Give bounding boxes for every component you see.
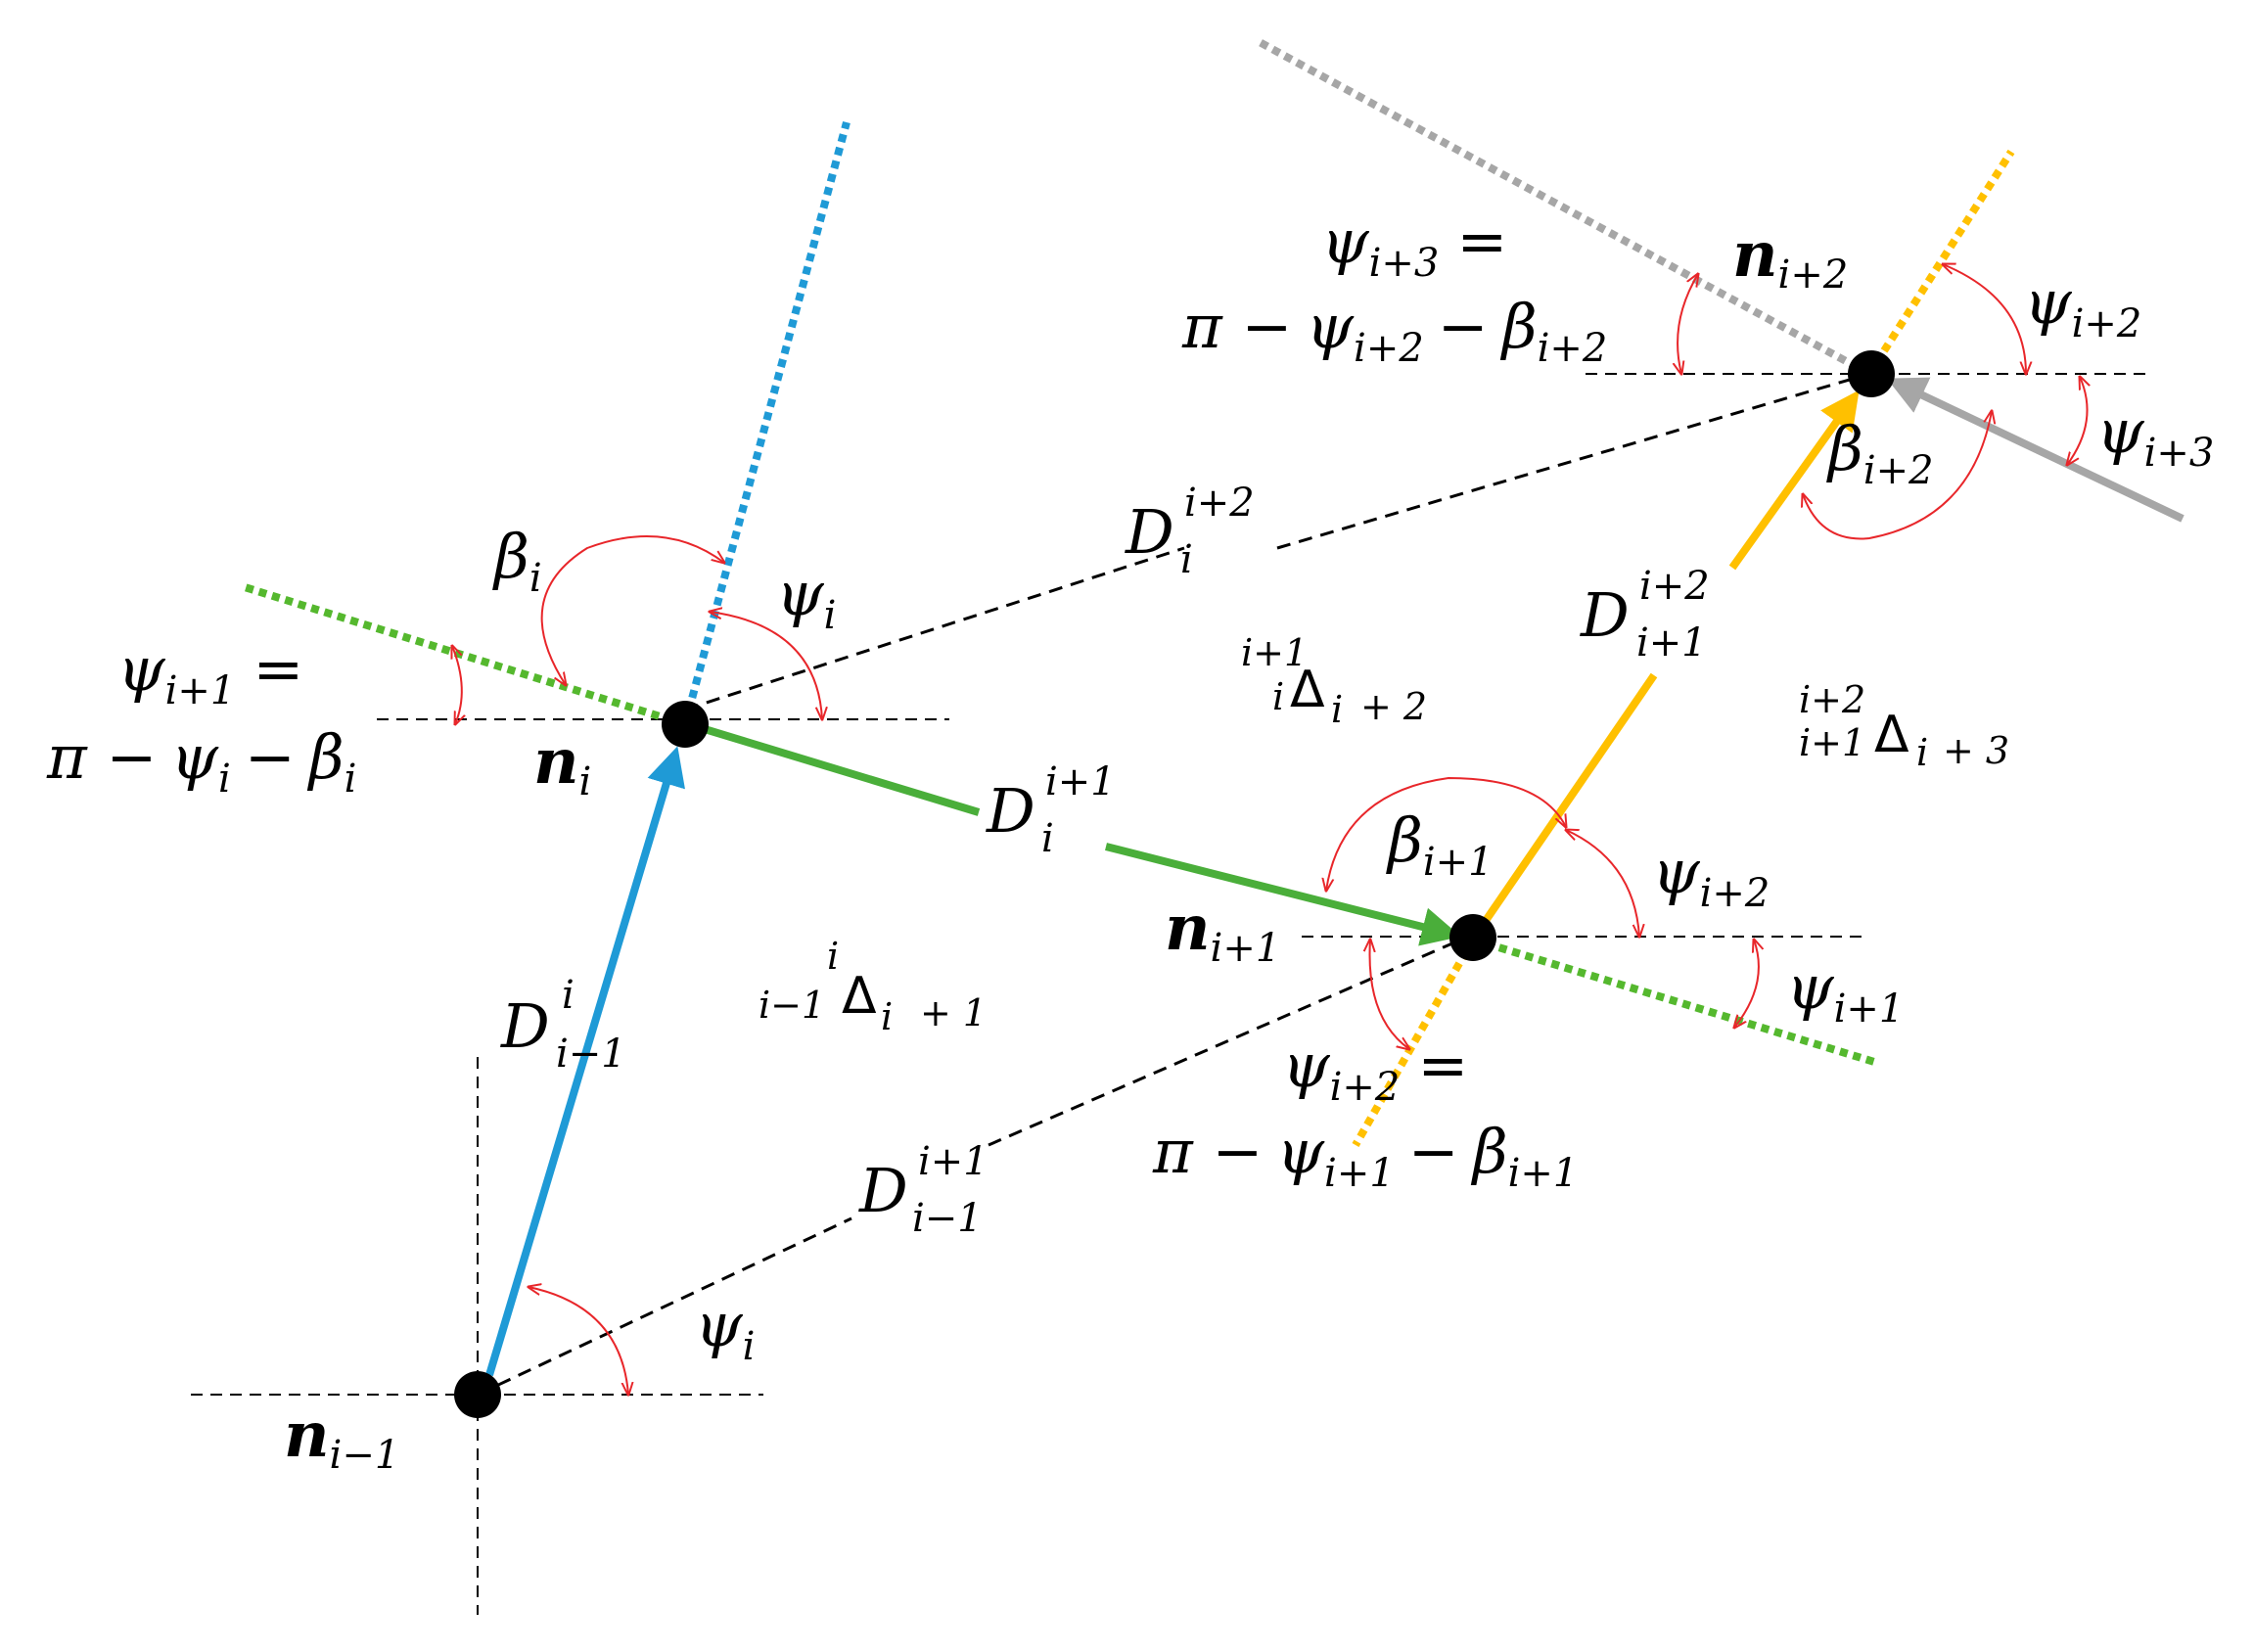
label-n-i: ni xyxy=(533,725,591,804)
node-n-i2 xyxy=(1848,350,1895,397)
svg-text:i: i xyxy=(1272,675,1284,718)
equation-psi-i1: ψi+1= π −ψi−βi xyxy=(46,633,356,802)
label-beta-i: βi xyxy=(492,521,542,601)
svg-text:Δ: Δ xyxy=(1290,661,1325,719)
svg-text:ψi+3=: ψi+3= xyxy=(1321,206,1507,286)
dashed-line-n-i-to-n-i2 xyxy=(684,546,1185,711)
svg-text:i: i xyxy=(1916,731,1928,774)
svg-text:i−1: i−1 xyxy=(556,1032,626,1077)
equation-psi-i2: ψi+2= π −ψi+1−βi+1 xyxy=(1152,1030,1578,1196)
dashed-line-n-i-to-n-i2-b xyxy=(1276,372,1870,550)
svg-text:Δ: Δ xyxy=(842,967,877,1026)
angle-arcs xyxy=(452,264,2088,1395)
label-psi-i1-right: ψi+1 xyxy=(1786,951,1904,1032)
svg-text:i: i xyxy=(827,935,839,978)
dotted-extensions xyxy=(243,37,2015,1147)
label-D-i-i2: D i+2 i xyxy=(1125,481,1255,582)
label-D-i-i1: D i+1 i xyxy=(986,759,1116,861)
svg-text:i+2: i+2 xyxy=(1639,564,1710,609)
arc-psi-i2-mid xyxy=(1566,830,1639,937)
svg-text:i+2: i+2 xyxy=(1184,481,1255,526)
label-psi-i-top: ψi xyxy=(776,558,836,638)
svg-text:i: i xyxy=(1180,537,1193,582)
svg-text:π −ψi+2−βi+2: π −ψi+2−βi+2 xyxy=(1181,291,1607,371)
svg-text:D: D xyxy=(500,990,550,1062)
svg-text:ψi+2=: ψi+2= xyxy=(1282,1030,1468,1110)
gray-dotted-extension xyxy=(1256,37,1871,378)
arc-beta-i1 xyxy=(1326,776,1566,891)
arc-psi-i2-lower xyxy=(1370,940,1410,1049)
arc-beta-i xyxy=(540,535,724,685)
svg-text:i−1: i−1 xyxy=(759,984,825,1027)
label-beta-i1: βi+1 xyxy=(1386,804,1494,885)
label-n-im1: ni−1 xyxy=(284,1399,399,1478)
svg-text:i: i xyxy=(881,995,893,1038)
equation-psi-i3: ψi+3= π −ψi+2−βi+2 xyxy=(1181,206,1607,371)
blue-edge-n-im1-to-n-i xyxy=(485,746,685,1377)
label-beta-i2: βi+2 xyxy=(1826,413,1934,493)
node-n-i1 xyxy=(1449,914,1496,961)
svg-text:Δ: Δ xyxy=(1874,706,1909,764)
svg-text:i: i xyxy=(562,973,575,1018)
arc-psi-i3-right xyxy=(2067,377,2088,465)
arc-psi-i-top xyxy=(710,612,822,719)
svg-text:i: i xyxy=(1041,816,1054,861)
label-triangle-1: i i−1 Δ i + 1 xyxy=(759,935,987,1038)
arc-psi-i3-left xyxy=(1678,274,1698,374)
green-edge-label-to-n-i1 xyxy=(1105,843,1461,946)
label-D-im1-i: D i i−1 xyxy=(500,973,626,1077)
arc-psi-i1-right xyxy=(1734,940,1759,1028)
svg-text:i+1: i+1 xyxy=(1799,721,1865,764)
svg-text:i: i xyxy=(1331,688,1343,731)
label-psi-i-bottom: ψi xyxy=(695,1289,755,1369)
label-triangle-2: i+1 i Δ i + 2 xyxy=(1241,631,1427,731)
svg-text:+ 1: + 1 xyxy=(920,991,987,1034)
label-n-i2: ni+2 xyxy=(1732,218,1848,298)
svg-text:i+1: i+1 xyxy=(918,1139,989,1184)
label-D-im1-i1: D i+1 i−1 xyxy=(858,1139,989,1241)
svg-text:D: D xyxy=(986,775,1035,847)
svg-text:i−1: i−1 xyxy=(912,1196,983,1241)
svg-text:D: D xyxy=(1125,496,1174,568)
dashed-line-n-im1-to-n-i1 xyxy=(477,1216,852,1397)
svg-text:+ 2: + 2 xyxy=(1360,685,1427,728)
label-psi-i2-top: ψi+2 xyxy=(2024,266,2141,346)
svg-text:i+1: i+1 xyxy=(1045,759,1116,804)
svg-text:i+2: i+2 xyxy=(1799,678,1865,721)
svg-text:ψi+1=: ψi+1= xyxy=(117,633,303,713)
arc-psi-i1-left xyxy=(452,646,462,724)
gray-edge-incoming-n-i2 xyxy=(1886,377,2184,523)
svg-text:+ 3: + 3 xyxy=(1943,729,2009,772)
svg-text:i+1: i+1 xyxy=(1241,631,1308,674)
blue-dotted-extension xyxy=(681,120,851,726)
label-triangle-3: i+2 i+1 Δ i + 3 xyxy=(1799,678,2009,774)
green-dotted-extension-left xyxy=(243,583,687,728)
node-n-i xyxy=(662,701,709,748)
green-edge-n-i-to-label xyxy=(693,722,981,816)
green-dotted-extension-right xyxy=(1471,936,1876,1066)
arc-beta-i2 xyxy=(1803,411,1992,540)
svg-text:π −ψi−βi: π −ψi−βi xyxy=(46,721,356,802)
label-n-i1: ni+1 xyxy=(1165,892,1280,971)
arc-psi-i-bottom xyxy=(529,1287,628,1395)
orange-dotted-extension-upper xyxy=(1865,149,2015,377)
svg-text:D: D xyxy=(858,1155,908,1226)
node-n-im1 xyxy=(454,1371,501,1418)
nodes xyxy=(454,350,1895,1418)
label-psi-i3-right: ψi+3 xyxy=(2096,395,2214,476)
edges xyxy=(485,377,2184,1377)
arc-psi-i2-top xyxy=(1943,264,2026,374)
orange-dotted-extension-lower xyxy=(1352,938,1477,1147)
svg-text:π −ψi+1−βi+1: π −ψi+1−βi+1 xyxy=(1152,1116,1578,1196)
label-psi-i2-mid: ψi+2 xyxy=(1652,836,1770,916)
svg-text:D: D xyxy=(1580,579,1630,651)
svg-text:i+1: i+1 xyxy=(1636,620,1707,665)
label-D-i1-i2: D i+2 i+1 xyxy=(1580,564,1710,665)
